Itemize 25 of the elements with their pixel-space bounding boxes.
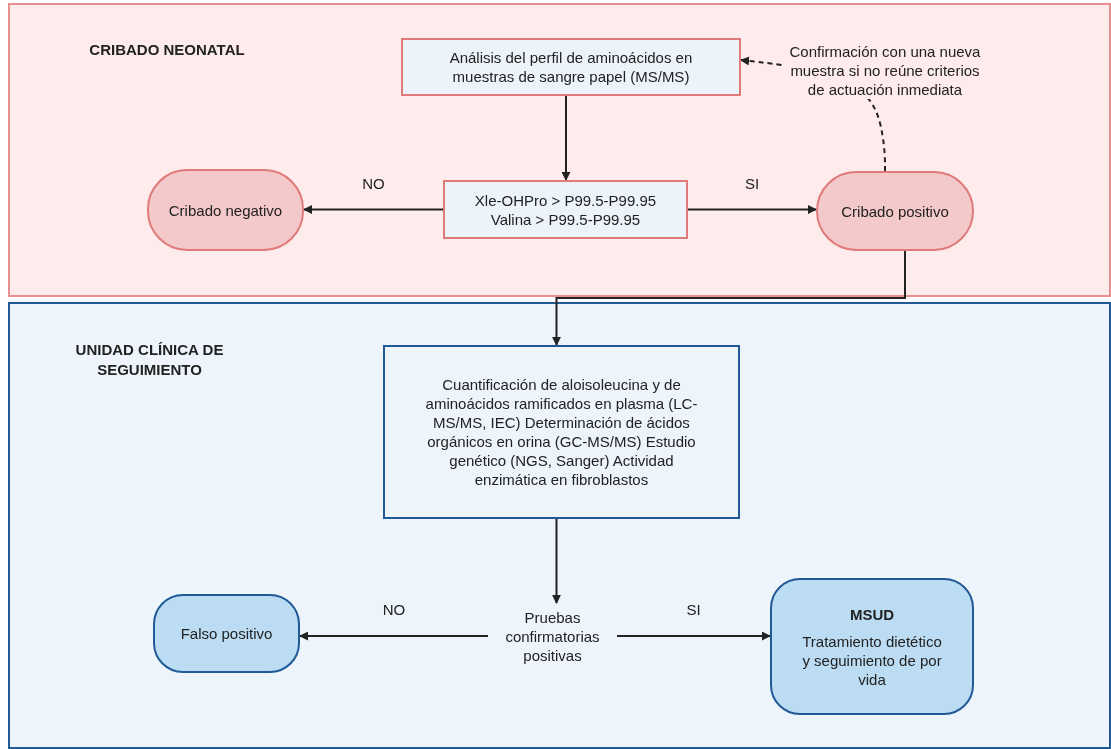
node-text: Cribado positivo bbox=[840, 201, 950, 221]
node-text: Pruebas confirmatorias positivas bbox=[504, 607, 601, 665]
section-heading: CRIBADO NEONATAL bbox=[88, 40, 246, 60]
process-box bbox=[443, 180, 688, 239]
node-text: Falso positivo bbox=[179, 624, 274, 643]
section-heading: UNIDAD CLÍNICA DE SEGUIMIENTO bbox=[74, 340, 225, 380]
section-band bbox=[8, 302, 1111, 749]
node-text: Cribado negativo bbox=[167, 200, 284, 220]
section-band bbox=[8, 3, 1111, 297]
arrow bbox=[552, 250, 906, 346]
arrow bbox=[561, 95, 571, 181]
node-text: Xle-OHPro > P99.5-P99.95 Valina > P99.5-P99.95 bbox=[473, 190, 658, 229]
terminal-pill bbox=[153, 594, 300, 673]
arrow bbox=[616, 631, 771, 641]
node-text: Análisis del perfil de aminoácidos en muestras de sangre papel (MS/MS) bbox=[448, 48, 694, 86]
node-text: Cuantificación de aloisoleucina y de aminoácidos ramificados en plasma (LC-MS/MS, IEC) Determinación de ácidos orgánicos en orina (GC-MS/MS) Estudio genético (NGS, Sanger) Actividad enzimática en fibroblastos bbox=[424, 375, 699, 489]
terminal-pill bbox=[770, 578, 974, 715]
arrow bbox=[303, 205, 444, 214]
process-box bbox=[383, 345, 740, 519]
node-text: Tratamiento dietético y seguimiento de por vida bbox=[801, 631, 943, 689]
arrow bbox=[299, 631, 489, 641]
node-title: MSUD bbox=[848, 604, 896, 624]
process-box bbox=[401, 38, 741, 96]
arrow bbox=[687, 205, 817, 214]
arrow bbox=[552, 518, 561, 604]
